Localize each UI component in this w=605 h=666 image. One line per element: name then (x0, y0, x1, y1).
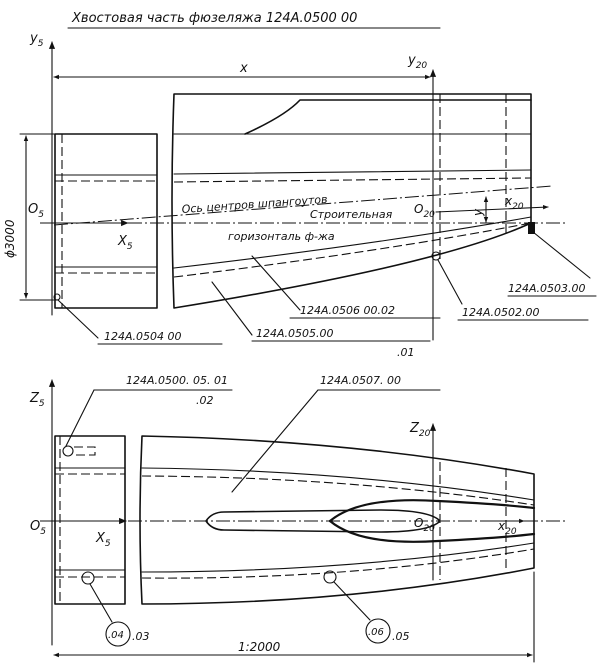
ref-0502: 124А.0502.00 (462, 306, 540, 319)
fitting-0500-05-dash (74, 446, 96, 456)
x20-axis (435, 205, 549, 213)
ref-0505: 124А.0505.00 (256, 327, 334, 340)
z20-axis-label: Z20 (409, 421, 431, 439)
ref-0507: 124А.0507. 00 (320, 374, 401, 387)
construction-label-1: Строительная (310, 208, 393, 221)
leader-0503 (532, 231, 591, 279)
tail-plan-line-2 (141, 542, 535, 573)
tail-fairing-curve (244, 99, 532, 135)
ref-0500-05: 124А.0500. 05. 01 (126, 374, 228, 387)
rivet-06 (323, 570, 337, 584)
forward-section-outline (54, 133, 158, 309)
z5-axis-label: Z5 (29, 391, 45, 409)
tail-body-plan-outline (139, 435, 535, 605)
top-view: y5 x y20 ϕ3000 O5 (3, 31, 597, 359)
tail-body-line-2 (173, 216, 532, 269)
drawing-title: Хвостовая часть фюзеляжа 124А.0500 00 (71, 11, 357, 26)
tail-body-line-1 (173, 169, 532, 175)
bottom-view: Z5 O5 X5 Z20 O20 x20 1 (29, 374, 568, 663)
x-dimension-label: x (239, 61, 248, 76)
title-block: Хвостовая часть фюзеляжа 124А.0500 00 (67, 11, 441, 29)
fin-upper-curve (328, 499, 536, 523)
x5-axis-label-bottom: X5 (95, 531, 111, 549)
x5-axis-label: X5 (117, 234, 133, 252)
leader-0507 (231, 389, 319, 493)
ref-0504: 124А.0504 00 (104, 330, 182, 343)
forward-section-plan (54, 435, 126, 605)
ref-0503: 124А.0503.00 (508, 282, 586, 295)
tail-body-dash-2 (173, 222, 532, 278)
rivet-04 (81, 571, 95, 585)
ref-0505-variant: .01 (397, 346, 415, 359)
o20-label-bottom: O20 (414, 516, 435, 534)
tail-plan-line-1 (141, 467, 535, 501)
y-dimension-label: y (471, 208, 485, 217)
x20-axis-label: x20 (504, 194, 524, 212)
callout-06: .06 (368, 627, 384, 638)
callout-circle-04 (105, 621, 131, 647)
leader-0505 (211, 281, 253, 336)
ref-0500-05-variant: .02 (196, 394, 214, 407)
callout-04: .04 (108, 630, 124, 641)
frame-axis-label: Ось центров шпангоутов (181, 193, 328, 216)
leader-0502 (437, 259, 463, 305)
leader-04 (89, 583, 113, 623)
diameter-label: ϕ3000 (3, 219, 17, 258)
leader-06 (333, 581, 371, 621)
leader-0504 (57, 299, 99, 339)
tail-end-fitting (528, 222, 535, 234)
o20-label: O20 (414, 202, 435, 220)
o5-label: O5 (28, 202, 44, 220)
fitting-0500-05 (62, 445, 74, 457)
tail-plan-dash-1 (141, 475, 535, 506)
bolt-0502 (431, 251, 441, 261)
frame-centers-axis (53, 185, 553, 226)
tail-plan-dash-2 (141, 548, 535, 579)
leader-0500-05 (65, 389, 95, 447)
leader-0506 (251, 255, 301, 311)
x20-axis-label-bottom: x20 (497, 519, 517, 537)
o5-label-bottom: O5 (30, 519, 46, 537)
y20-axis-label: y20 (407, 53, 427, 71)
tail-body-outline (171, 93, 532, 309)
callout-06-suffix: .05 (392, 630, 410, 643)
callout-circle-06 (365, 618, 391, 644)
scale-label: 1:2000 (238, 640, 281, 654)
construction-label-2: горизонталь ф-жа (228, 230, 335, 243)
callout-04-suffix: .03 (132, 630, 150, 643)
bolt-0504 (53, 293, 61, 301)
y5-axis-label: y5 (29, 31, 44, 49)
tail-body-dash-1 (173, 177, 532, 183)
fin-lower-curve (328, 519, 536, 543)
ref-0506: 124А.0506 00.02 (300, 304, 395, 317)
